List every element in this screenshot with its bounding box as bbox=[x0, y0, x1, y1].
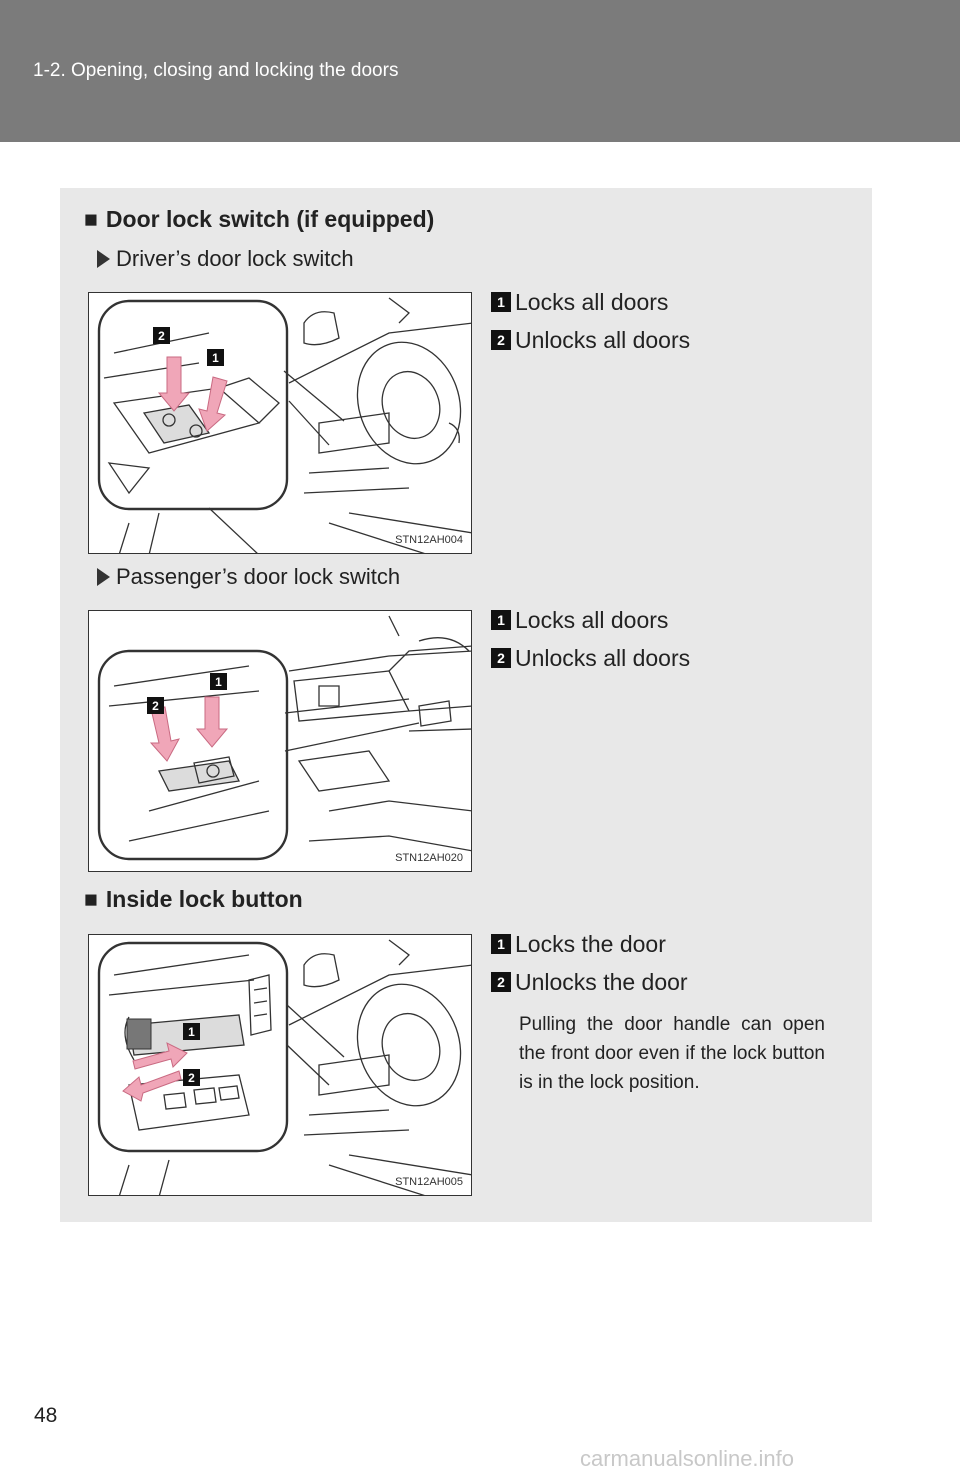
inside-lock-note: Pulling the door handle can open the fro… bbox=[519, 1014, 825, 1093]
section-marker: ■ bbox=[84, 886, 98, 912]
section-heading-inside-lock: ■ Inside lock button bbox=[84, 886, 303, 913]
subheading-passenger-text: Passenger’s door lock switch bbox=[116, 564, 401, 589]
callout-number: 1 bbox=[491, 292, 511, 312]
figure-code: STN12AH020 bbox=[395, 852, 463, 864]
figure-driver-door-lock: 2 1 STN12AH004 bbox=[88, 292, 472, 554]
section-marker: ■ bbox=[84, 206, 98, 232]
illustration-driver-switch: 2 1 bbox=[97, 297, 471, 553]
callout-text: Unlocks all doors bbox=[515, 644, 691, 671]
section-heading-text: Inside lock button bbox=[105, 886, 303, 912]
fig-label-1: 1 bbox=[212, 351, 219, 365]
callout-number: 2 bbox=[491, 972, 511, 992]
callout-number: 2 bbox=[491, 330, 511, 350]
figure-code: STN12AH004 bbox=[395, 534, 463, 546]
callout-text: Unlocks the door bbox=[515, 968, 688, 995]
chapter-title: 1-2. Opening, closing and locking the do… bbox=[33, 60, 399, 81]
triangle-bullet-icon bbox=[97, 250, 110, 268]
subheading-passenger: Passenger’s door lock switch bbox=[97, 564, 400, 590]
fig-label-2: 2 bbox=[152, 699, 159, 713]
callout-number: 1 bbox=[491, 610, 511, 630]
callout-text: Locks the door bbox=[515, 930, 666, 957]
fig-label-2: 2 bbox=[188, 1071, 195, 1085]
figure-passenger-door-lock: 1 2 STN12AH020 bbox=[88, 610, 472, 872]
callout-number: 1 bbox=[491, 934, 511, 954]
callout-number: 2 bbox=[491, 648, 511, 668]
callout-text: Locks all doors bbox=[515, 606, 669, 633]
subheading-driver: Driver’s door lock switch bbox=[97, 246, 354, 272]
section-heading-text: Door lock switch (if equipped) bbox=[105, 206, 435, 232]
fig-label-1: 1 bbox=[215, 675, 222, 689]
figure-code: STN12AH005 bbox=[395, 1176, 463, 1188]
subheading-driver-text: Driver’s door lock switch bbox=[116, 246, 354, 271]
fig-label-2: 2 bbox=[158, 329, 165, 343]
callout-text: Unlocks all doors bbox=[515, 326, 691, 353]
illustration-inside-lock: 1 2 bbox=[97, 939, 471, 1195]
page-header: 1-2. Opening, closing and locking the do… bbox=[0, 0, 960, 142]
fig-label-1: 1 bbox=[188, 1025, 195, 1039]
illustration-passenger-switch: 1 2 bbox=[97, 615, 471, 861]
figure-inside-lock: 1 2 STN12AH005 bbox=[88, 934, 472, 1196]
watermark: carmanualsonline.info bbox=[580, 1446, 795, 1471]
triangle-bullet-icon bbox=[97, 568, 110, 586]
section-heading-door-lock: ■ Door lock switch (if equipped) bbox=[84, 206, 434, 233]
page-number: 48 bbox=[34, 1404, 58, 1427]
callout-text: Locks all doors bbox=[515, 288, 669, 315]
